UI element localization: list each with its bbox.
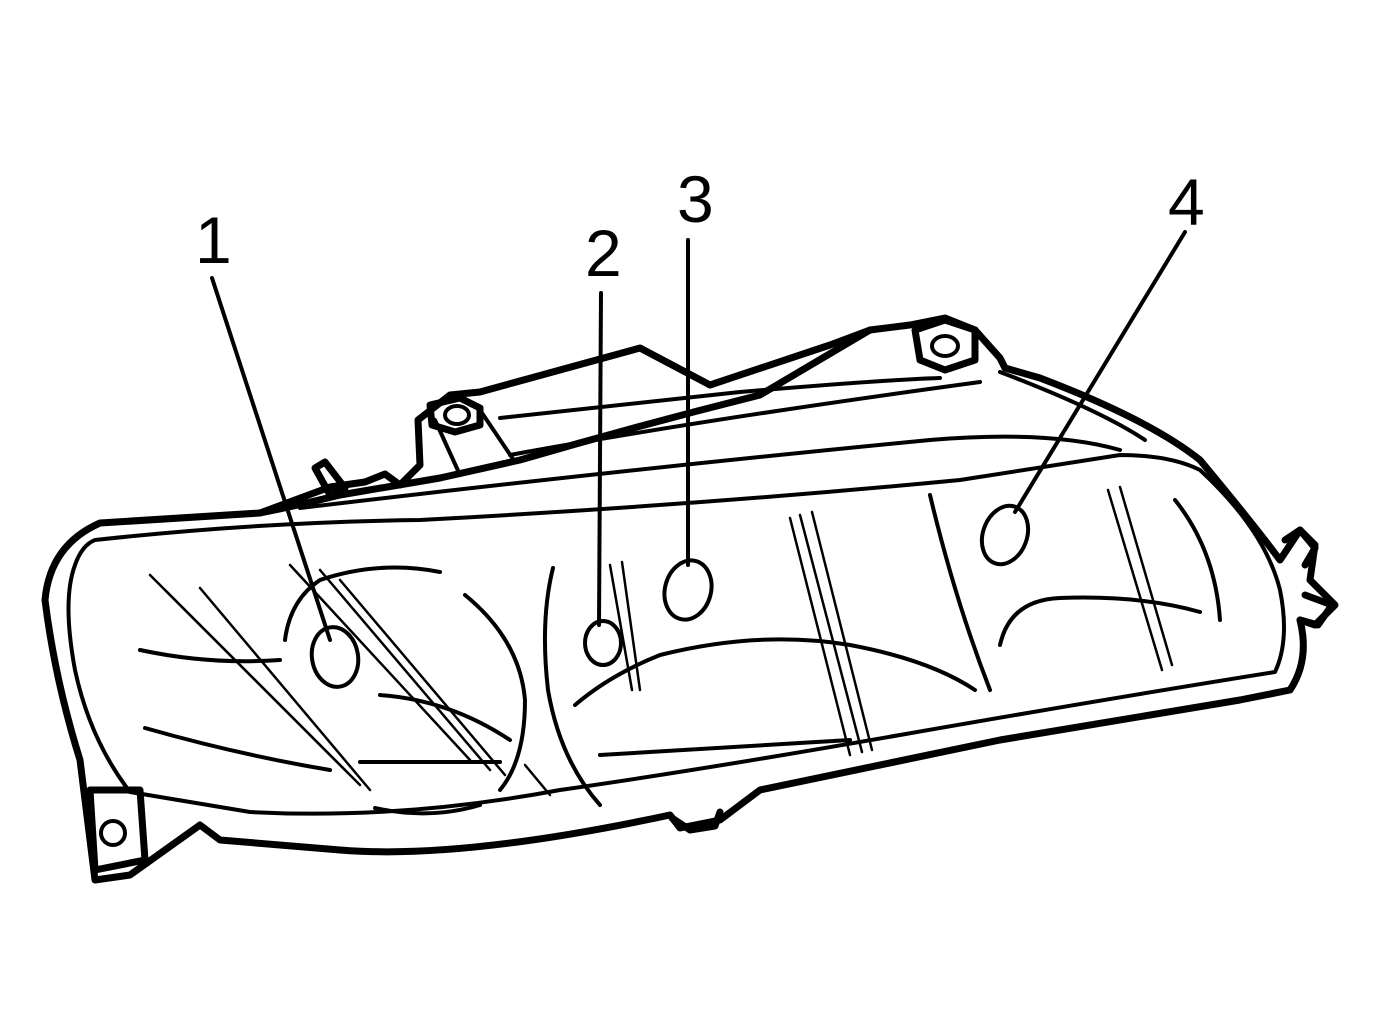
bulb-4 (979, 503, 1031, 567)
leader-1 (210, 276, 332, 642)
callout-label-2: 2 (585, 216, 622, 290)
leader-4 (1013, 230, 1187, 514)
headlamp-housing (41, 314, 1339, 884)
bulb-1 (309, 625, 361, 689)
callout-labels: 1 2 3 4 (195, 162, 1205, 290)
high-beam-reflector (523, 493, 992, 807)
callout-label-4: 4 (1168, 165, 1205, 239)
bulb-3 (662, 558, 714, 622)
callout-label-3: 3 (677, 162, 714, 236)
bulb-positions (309, 503, 1031, 689)
bulb-2 (583, 619, 623, 667)
lens-outline (66, 370, 1286, 816)
leader-2 (597, 291, 603, 627)
leader-lines (210, 230, 1187, 642)
indicator-reflector (998, 485, 1222, 672)
callout-label-1: 1 (195, 203, 232, 277)
low-beam-reflector (138, 563, 527, 816)
